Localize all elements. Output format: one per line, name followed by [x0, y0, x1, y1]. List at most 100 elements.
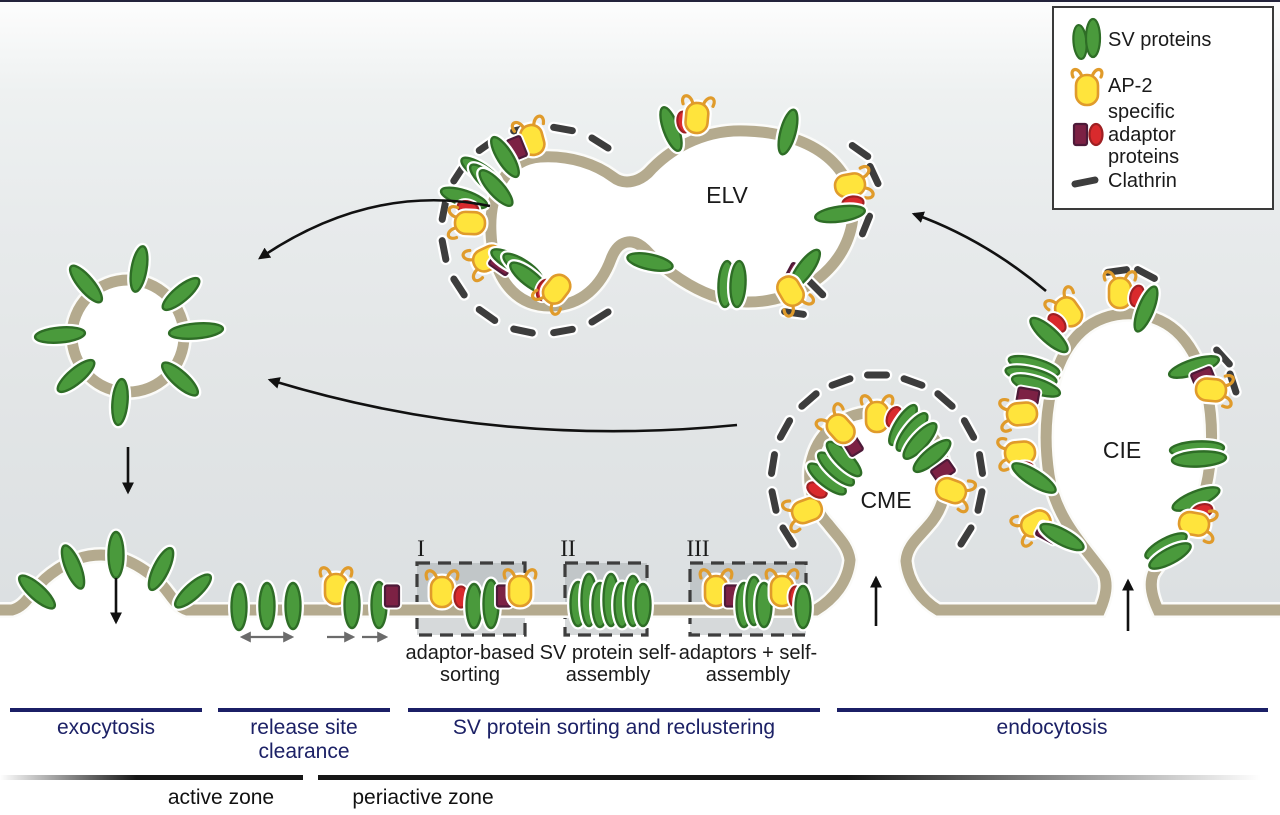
ap2-protein [781, 494, 826, 534]
clathrin-dash [436, 194, 452, 226]
ap2-protein [773, 272, 816, 318]
legend-row-clathrin: Clathrin [1066, 162, 1262, 200]
sv-protein [282, 579, 304, 633]
numeral-3: III [686, 536, 710, 561]
sv-protein [15, 572, 59, 612]
clathrin-dash [586, 306, 614, 328]
clathrin-dash [826, 373, 856, 391]
sv-protein [54, 356, 98, 396]
mechanism-label-adaptor-based-sorting: adaptor-based sorting [405, 642, 535, 687]
ap2-protein [996, 436, 1039, 472]
ap2-protein [814, 402, 859, 447]
ap2-protein [531, 271, 574, 316]
adaptor-protein-rect [382, 582, 402, 610]
clathrin-dash [932, 388, 958, 412]
zone-line-periactive [318, 775, 1280, 780]
sv-proteins-icon [1066, 17, 1108, 63]
sv-protein [1037, 520, 1087, 554]
sv-protein [145, 544, 177, 594]
figure-top-border [0, 0, 1280, 2]
legend-label-ap2: AP-2 [1108, 74, 1153, 97]
clathrin-dash [774, 414, 796, 444]
sv-protein [463, 580, 485, 632]
legend-label-clathrin: Clathrin [1108, 169, 1177, 192]
sv-protein [105, 528, 127, 582]
clathrin-dash [436, 234, 452, 266]
ap2-icon [1066, 64, 1108, 108]
sv-protein [1168, 447, 1230, 471]
clathrin-dash [1210, 344, 1236, 370]
ap2-protein [680, 94, 716, 137]
sv-protein [66, 262, 106, 306]
flow-arrows [110, 198, 1134, 643]
sv-protein [632, 580, 654, 630]
legend-row-specific-adaptors: specific adaptor proteins [1066, 101, 1262, 168]
sv-protein [1131, 283, 1161, 335]
clathrin-dash [1131, 263, 1161, 285]
sv-protein [1165, 352, 1223, 382]
clathrin-dash [507, 323, 539, 339]
clathrin-dash [864, 160, 884, 190]
sv-protein [623, 249, 677, 275]
sv-protein [341, 578, 363, 632]
section-label-endocytosis: endocytosis [996, 716, 1108, 739]
ap2-protein [932, 474, 977, 514]
clathrin-dash [856, 210, 876, 240]
specific-adaptor-proteins-icon [1066, 117, 1108, 153]
sv-protein [256, 579, 278, 633]
clathrin-dash [765, 448, 781, 480]
clathrin-dash [898, 373, 928, 391]
ap2-protein [1102, 270, 1138, 312]
numeral-2: II [560, 536, 576, 561]
sv-protein [171, 571, 215, 611]
zone-label-active: active zone [167, 786, 275, 809]
cie-label: CIE [1102, 437, 1142, 463]
ap2-protein [502, 568, 538, 610]
clathrin-dash [972, 485, 988, 517]
sv-protein [159, 274, 203, 314]
section-line-endocytosis [837, 708, 1268, 712]
clathrin-dash [473, 303, 501, 327]
legend-row-sv-proteins: SV proteins [1066, 16, 1262, 64]
section-label-exocytosis: exocytosis [56, 716, 156, 739]
clathrin-dash [766, 485, 782, 517]
clathrin-dash [958, 414, 980, 444]
sv-protein [228, 580, 250, 634]
sv-protein [127, 242, 151, 296]
cme-label: CME [860, 487, 912, 513]
sv-protein [1026, 314, 1072, 356]
clathrin-dash [803, 275, 829, 301]
sv-protein [487, 133, 523, 181]
ap2-protein [1175, 508, 1219, 545]
sv-protein [900, 419, 940, 463]
zone-label-periactive: periactive zone [352, 786, 494, 809]
clathrin-dash [448, 273, 470, 301]
legend: SV proteins AP-2 specific adaptor protei… [1052, 6, 1274, 210]
section-line-sv-protein-sorting [408, 708, 820, 712]
sv-protein [165, 319, 227, 343]
section-label-sv-protein-sorting: SV protein sorting and reclustering [452, 716, 776, 739]
clathrin-icon [1066, 171, 1108, 191]
sv-protein [792, 582, 814, 632]
arrow [258, 198, 491, 260]
ap2-protein [446, 205, 489, 240]
legend-label-specific-adaptors: specific adaptor proteins [1108, 101, 1180, 169]
sv-protein [108, 375, 132, 429]
numeral-1: I [417, 536, 425, 561]
clathrin-dash [955, 522, 977, 550]
ap2-protein [998, 397, 1041, 433]
sv-protein [1145, 539, 1195, 573]
section-label-release-site-clearance: release site clearance [250, 716, 358, 764]
clathrin-dash [796, 388, 822, 412]
section-line-release-site-clearance [218, 708, 390, 712]
sv-protein [58, 541, 88, 593]
clathrin-dash [547, 323, 579, 339]
arrow [911, 211, 1047, 292]
legend-row-ap2: AP-2 [1066, 64, 1262, 108]
clathrin-dash [586, 132, 614, 154]
sv-protein [775, 106, 801, 158]
section-line-exocytosis [10, 708, 202, 712]
arrow [267, 377, 738, 433]
elv-vacuole [482, 122, 862, 315]
